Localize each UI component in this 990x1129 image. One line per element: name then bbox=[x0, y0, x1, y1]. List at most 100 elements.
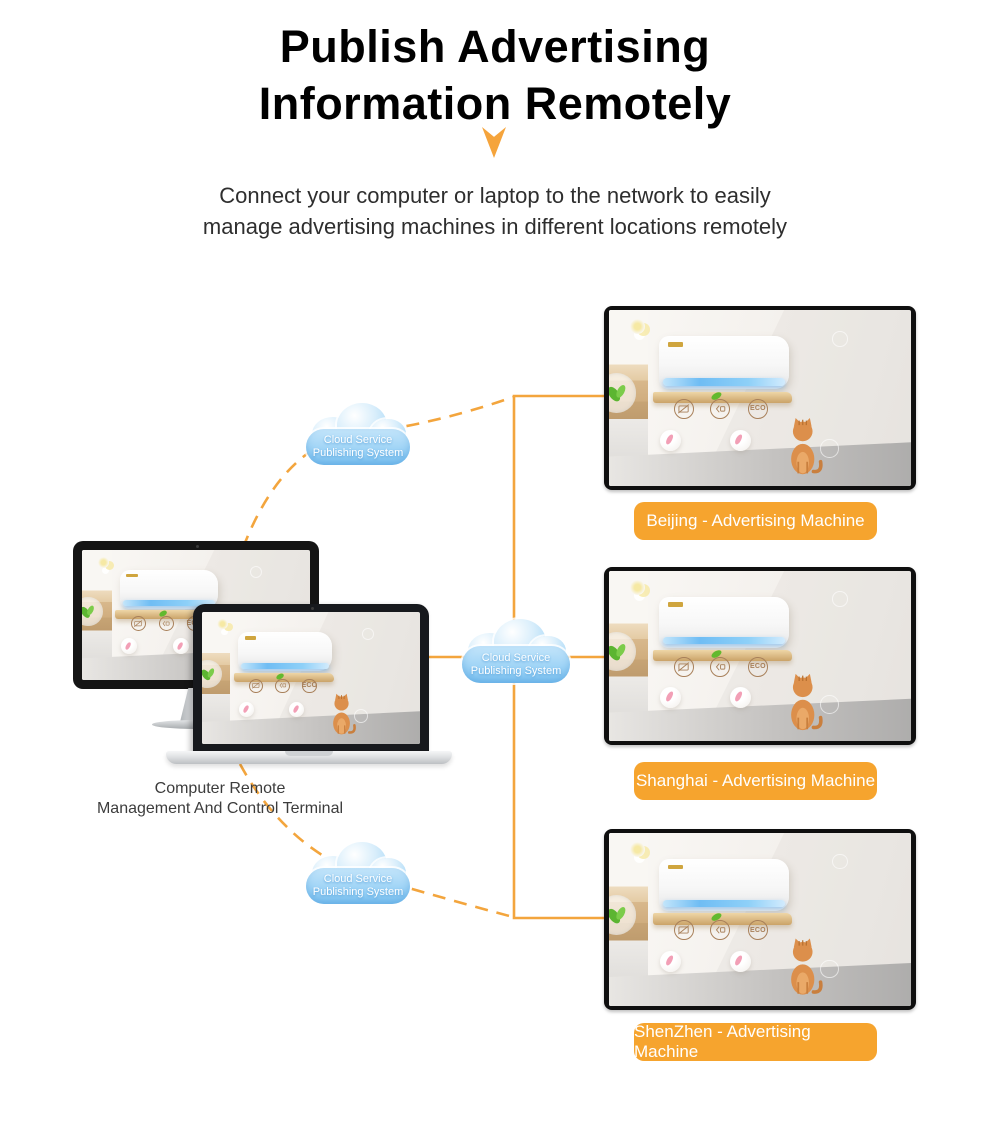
dual-mode-icon bbox=[710, 920, 731, 941]
machine-label-shenzhen: ShenZhen - Advertising Machine bbox=[634, 1022, 877, 1061]
cloud-label-line1: Cloud Service bbox=[481, 651, 551, 664]
picture-mode-icon bbox=[248, 678, 264, 694]
laptop-camera-dot bbox=[311, 607, 314, 610]
picture-mode-icon bbox=[673, 920, 694, 941]
cloud-label: Cloud Service Publishing System bbox=[306, 434, 410, 460]
ac-blue-light-strip bbox=[122, 600, 215, 606]
bubble-decoration bbox=[832, 331, 848, 347]
laptop-screen-content: ECO bbox=[202, 612, 420, 744]
subtitle-line1: Connect your computer or laptop to the n… bbox=[219, 183, 771, 208]
cat-graphic bbox=[791, 938, 823, 995]
ac-blue-light-strip bbox=[662, 378, 785, 386]
eco-icon: ECO bbox=[747, 656, 768, 677]
picture-mode-icon bbox=[130, 615, 146, 631]
dual-mode-icon bbox=[275, 678, 290, 694]
terminal-caption-line1: Computer Remote bbox=[154, 780, 286, 797]
ad-screen-scene: ECO bbox=[202, 612, 420, 744]
ac-gold-tray bbox=[652, 648, 792, 662]
page-header: Publish Advertising Information Remotely bbox=[0, 0, 990, 132]
ac-gold-tray bbox=[115, 609, 220, 619]
cloud-label-line2: Publishing System bbox=[470, 664, 562, 677]
eco-icon-label: ECO bbox=[749, 405, 766, 413]
cloud-label-line2: Publishing System bbox=[312, 447, 404, 460]
ac-brand-logo bbox=[667, 342, 684, 347]
bubble-decoration bbox=[362, 627, 375, 640]
bubble-decoration bbox=[819, 439, 839, 458]
laptop-base-notch bbox=[285, 751, 333, 756]
feather-bubble-icon bbox=[660, 950, 682, 972]
flower-decoration bbox=[630, 318, 646, 334]
advertising-machine-beijing: ECO bbox=[604, 306, 916, 490]
picture-mode-icon bbox=[673, 398, 694, 419]
advertising-machine-shanghai: ECO bbox=[604, 567, 916, 745]
laptop: ECO bbox=[193, 604, 429, 754]
dual-mode-icon bbox=[710, 656, 731, 677]
cloud-label-line1: Cloud Service bbox=[323, 434, 393, 447]
feather-bubble-icon bbox=[173, 638, 190, 655]
page-title: Publish Advertising Information Remotely bbox=[0, 18, 990, 132]
flower-decoration bbox=[97, 556, 110, 568]
ad-screen-scene: ECO bbox=[609, 310, 911, 486]
feather-bubble-icon bbox=[729, 429, 751, 451]
eco-icon-label: ECO bbox=[301, 682, 318, 690]
cat-graphic bbox=[791, 417, 823, 475]
leaf-icon bbox=[202, 659, 222, 688]
leaf-icon bbox=[82, 596, 103, 627]
feather-bubble-icon bbox=[660, 686, 682, 708]
page-title-line2: Information Remotely bbox=[258, 78, 732, 129]
subtitle-line2: manage advertising machines in different… bbox=[202, 214, 788, 239]
bubble-decoration bbox=[819, 959, 839, 979]
machine-screen-content: ECO bbox=[609, 310, 911, 486]
ac-brand-logo bbox=[244, 636, 256, 640]
feather-bubble-icon bbox=[289, 701, 305, 717]
cloud-label-line2: Publishing System bbox=[312, 886, 404, 899]
ac-gold-tray bbox=[233, 672, 334, 682]
bubble-decoration bbox=[832, 853, 848, 870]
air-conditioner-graphic bbox=[658, 336, 789, 390]
ad-screen-scene: ECO bbox=[609, 833, 911, 1006]
air-conditioner-graphic bbox=[237, 631, 332, 672]
cloud-label: Cloud Service Publishing System bbox=[306, 873, 410, 899]
page-subtitle: Connect your computer or laptop to the n… bbox=[0, 180, 990, 242]
machine-screen-content: ECO bbox=[609, 833, 911, 1006]
ac-blue-light-strip bbox=[240, 663, 329, 669]
cloud-service-node: Cloud Service Publishing System bbox=[306, 403, 410, 465]
machine-screen-content: ECO bbox=[609, 571, 911, 741]
cat-graphic bbox=[791, 674, 823, 731]
air-conditioner-graphic bbox=[658, 596, 789, 648]
cloud-label: Cloud Service Publishing System bbox=[462, 652, 570, 678]
cloud-service-node: Cloud Service Publishing System bbox=[462, 619, 570, 683]
eco-icon: ECO bbox=[747, 920, 768, 941]
laptop-base bbox=[166, 751, 452, 764]
cloud-label-line1: Cloud Service bbox=[323, 873, 393, 886]
machine-label-shanghai: Shanghai - Advertising Machine bbox=[634, 762, 877, 800]
machine-label-beijing: Beijing - Advertising Machine bbox=[634, 502, 877, 540]
feather-bubble-icon bbox=[729, 686, 751, 708]
cloud-service-node: Cloud Service Publishing System bbox=[306, 842, 410, 904]
bubble-decoration bbox=[819, 695, 839, 714]
flower-decoration bbox=[217, 618, 229, 630]
ac-gold-tray bbox=[652, 390, 792, 404]
monitor-camera-dot bbox=[196, 545, 199, 548]
page-title-line1: Publish Advertising bbox=[279, 21, 711, 72]
ad-screen-scene: ECO bbox=[609, 571, 911, 741]
feather-bubble-icon bbox=[120, 638, 137, 655]
ac-brand-logo bbox=[667, 864, 684, 870]
feather-bubble-icon bbox=[239, 701, 255, 717]
advertising-machine-shenzhen: ECO bbox=[604, 829, 916, 1010]
bubble-decoration bbox=[832, 591, 848, 607]
ac-blue-light-strip bbox=[662, 636, 785, 644]
feather-bubble-icon bbox=[660, 429, 682, 451]
terminal-caption-line2: Management And Control Terminal bbox=[96, 800, 344, 817]
ac-gold-tray bbox=[652, 911, 792, 925]
eco-icon: ECO bbox=[301, 678, 318, 694]
flower-decoration bbox=[630, 841, 646, 857]
air-conditioner-graphic bbox=[119, 569, 218, 609]
ac-blue-light-strip bbox=[662, 899, 785, 908]
dual-mode-icon bbox=[710, 398, 731, 419]
ac-brand-logo bbox=[126, 573, 139, 578]
air-conditioner-graphic bbox=[658, 858, 789, 911]
terminal-caption: Computer Remote Management And Control T… bbox=[30, 779, 410, 819]
eco-icon-label: ECO bbox=[749, 926, 766, 934]
bubble-decoration bbox=[353, 708, 368, 723]
